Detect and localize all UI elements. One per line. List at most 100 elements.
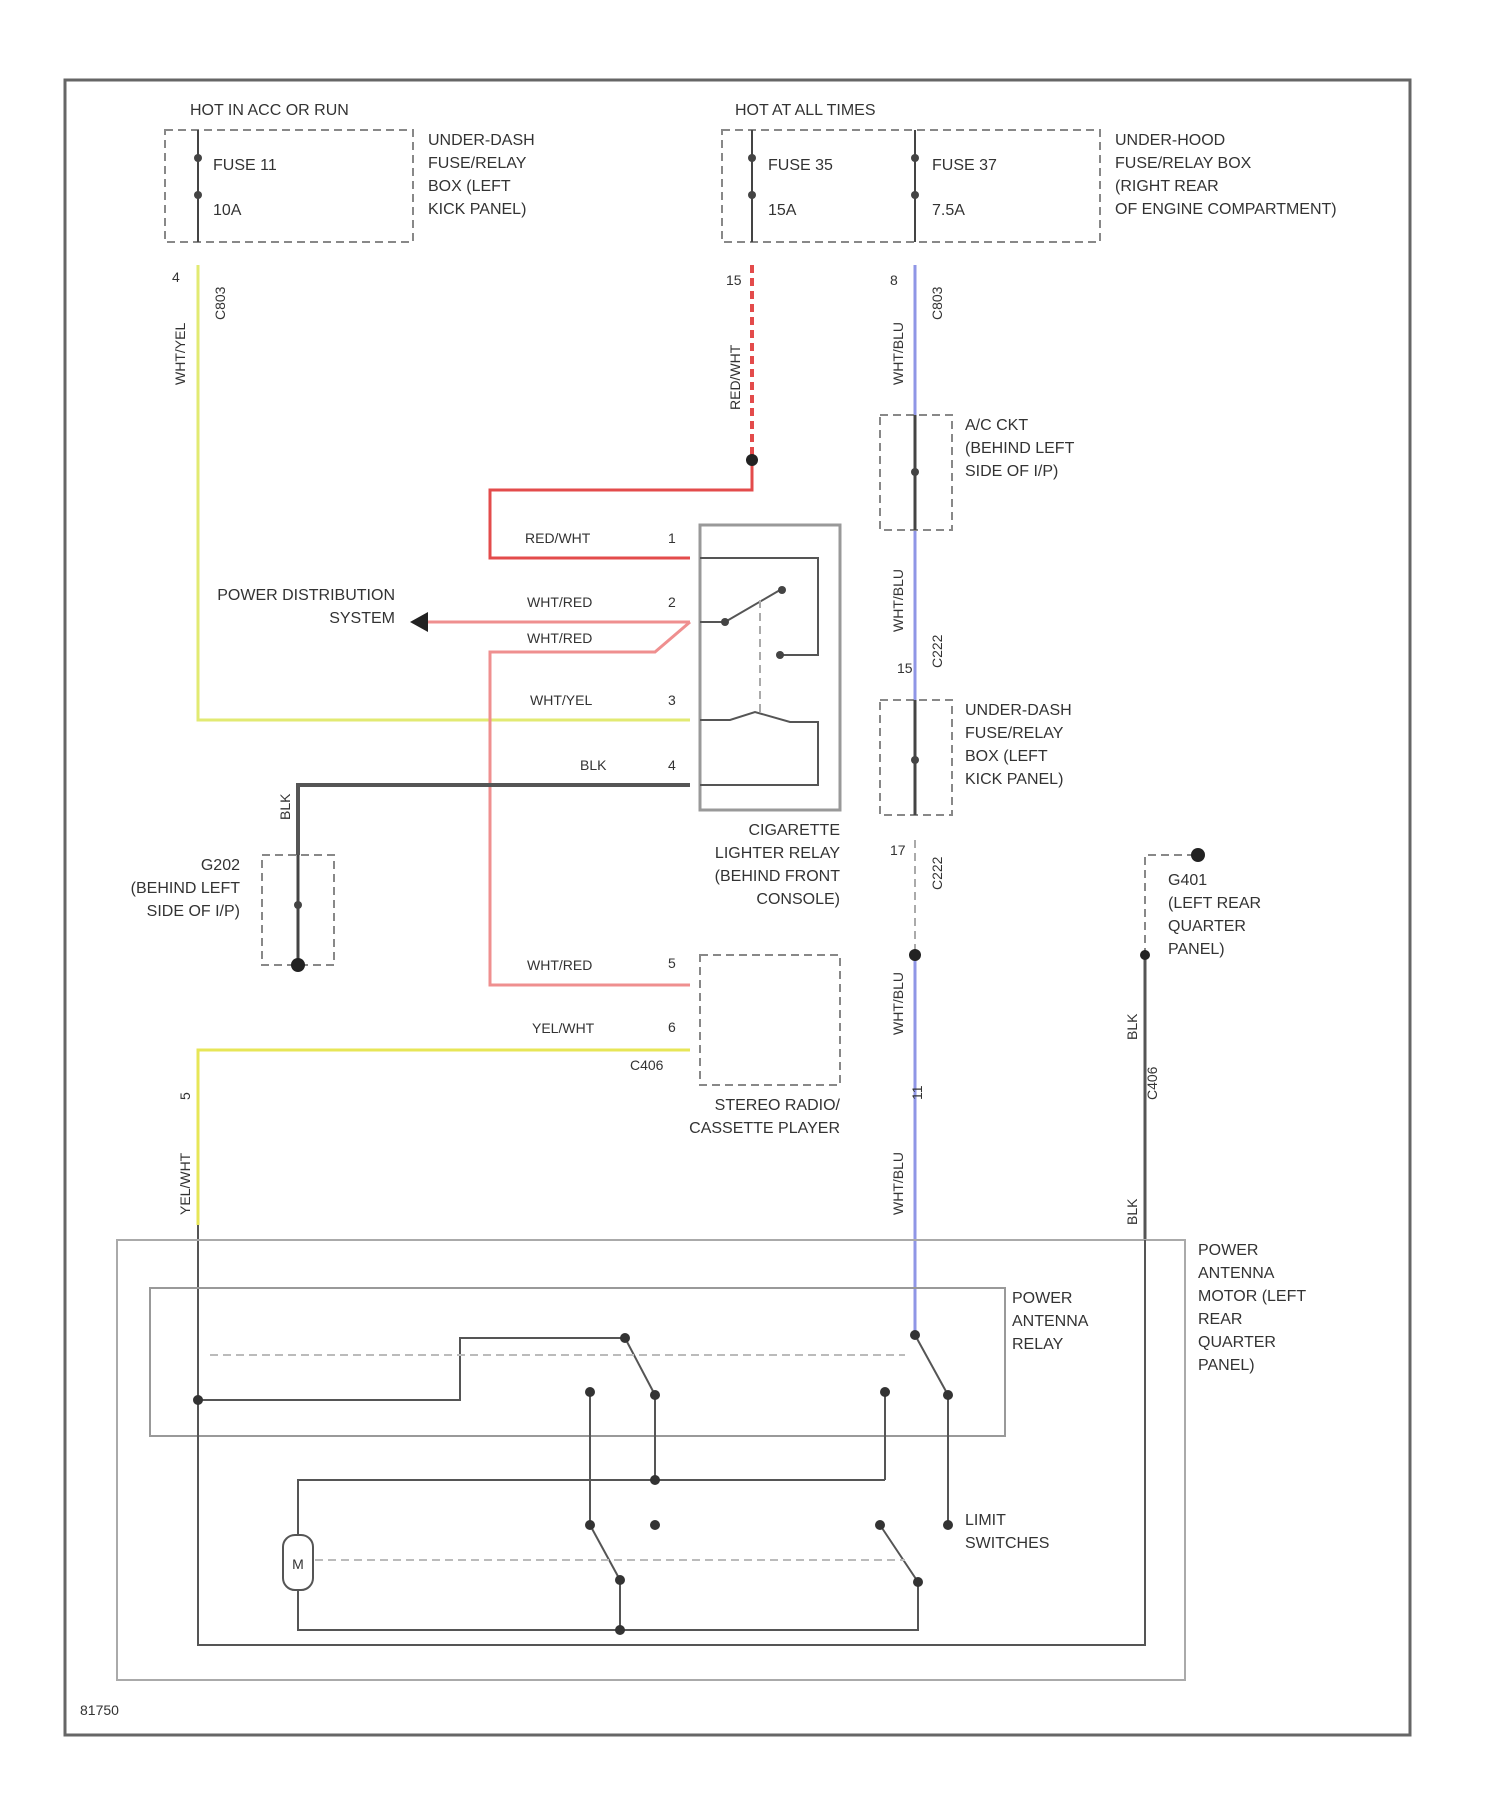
wire-label-blk-4: BLK [1124,1198,1140,1225]
wire-label-blk-3: BLK [1124,1013,1140,1040]
fuse-box-right-label: UNDER-HOOD FUSE/RELAY BOX (RIGHT REAR OF… [1115,132,1337,218]
wire-label-yel-wht-2: YEL/WHT [177,1152,193,1215]
connector-c406-b: C406 [1144,1066,1160,1100]
figure-id: 81750 [80,1702,119,1718]
fuse-11-name: FUSE 11 [213,157,277,174]
relay-pin-3: 3 [668,692,676,708]
connector-c803-a: C803 [212,286,228,320]
wire-label-red-wht-1: RED/WHT [727,344,743,410]
svg-text:PANEL): PANEL) [1168,941,1225,958]
hot-all-header: HOT AT ALL TIMES [735,102,876,119]
svg-text:MOTOR (LEFT: MOTOR (LEFT [1198,1288,1306,1305]
wire-yel-wht [198,1050,690,1225]
svg-text:OF ENGINE COMPARTMENT): OF ENGINE COMPARTMENT) [1115,201,1337,218]
ground-g401-terminal [1191,848,1205,862]
limit-switches-label: LIMIT SWITCHES [965,1512,1049,1552]
fuse-box-left-2-label: UNDER-DASH FUSE/RELAY BOX (LEFT KICK PAN… [965,702,1072,788]
svg-text:PANEL): PANEL) [1198,1357,1255,1374]
svg-text:FUSE/RELAY: FUSE/RELAY [965,725,1064,742]
svg-text:M: M [292,1556,304,1572]
wire-label-wht-blu-2: WHT/BLU [890,569,906,632]
wire-label-yel-wht-1: YEL/WHT [532,1020,595,1036]
svg-text:STEREO RADIO/: STEREO RADIO/ [715,1097,841,1114]
svg-text:(BEHIND FRONT: (BEHIND FRONT [715,868,841,885]
connector-c222-a: C222 [929,634,945,668]
pin-11: 11 [909,1085,925,1100]
g202-label: G202 (BEHIND LEFT SIDE OF I/P) [131,857,241,920]
svg-text:KICK PANEL): KICK PANEL) [965,771,1063,788]
svg-text:FUSE/RELAY: FUSE/RELAY [428,155,527,172]
wire-label-red-wht-2: RED/WHT [525,530,591,546]
radio-pin-5: 5 [668,955,676,971]
svg-text:SIDE OF I/P): SIDE OF I/P) [147,903,240,920]
wire-label-wht-blu-4: WHT/BLU [890,1152,906,1215]
svg-text:POWER: POWER [1012,1290,1072,1307]
splice-wht-blu [909,949,921,961]
svg-text:BOX (LEFT: BOX (LEFT [965,748,1048,765]
power-dist-label: POWER DISTRIBUTION SYSTEM [217,587,395,627]
splice-red-wht [746,454,758,466]
wire-label-blk-2: BLK [277,793,293,820]
svg-text:(BEHIND LEFT: (BEHIND LEFT [131,880,241,897]
svg-text:SWITCHES: SWITCHES [965,1535,1049,1552]
fuse-box-right [722,130,1100,242]
lighter-relay-label: CIGARETTE LIGHTER RELAY (BEHIND FRONT CO… [715,822,841,908]
antenna-motor-label: POWER ANTENNA MOTOR (LEFT REAR QUARTER P… [1198,1242,1306,1374]
connector-c222-b: C222 [929,856,945,890]
g401-label: G401 (LEFT REAR QUARTER PANEL) [1168,872,1261,958]
lighter-relay-internals [700,558,818,785]
fuse-37-name: FUSE 37 [932,157,997,174]
svg-text:(LEFT REAR: (LEFT REAR [1168,895,1261,912]
wire-label-wht-red-2: WHT/RED [527,630,592,646]
svg-text:UNDER-HOOD: UNDER-HOOD [1115,132,1225,149]
pin-4-top: 4 [172,269,180,285]
svg-text:RELAY: RELAY [1012,1336,1064,1353]
svg-text:POWER DISTRIBUTION: POWER DISTRIBUTION [217,587,395,604]
fuse-37-rating: 7.5A [932,202,965,219]
svg-text:UNDER-DASH: UNDER-DASH [965,702,1072,719]
svg-text:FUSE/RELAY BOX: FUSE/RELAY BOX [1115,155,1252,172]
fuse-35: FUSE 35 15A [748,130,833,242]
wire-label-wht-yel-2: WHT/YEL [530,692,592,708]
wire-wht-red-radio [490,622,690,985]
antenna-relay-label: POWER ANTENNA RELAY [1012,1290,1089,1353]
antenna-relay-box [150,1288,1005,1436]
antenna-motor-symbol: M [283,1535,313,1590]
wire-label-wht-red-3: WHT/RED [527,957,592,973]
svg-text:KICK PANEL): KICK PANEL) [428,201,526,218]
svg-text:G202: G202 [201,857,240,874]
radio-box [700,955,840,1085]
ground-g202 [291,958,305,972]
wire-label-wht-blu-1: WHT/BLU [890,322,906,385]
ac-ckt-label: A/C CKT (BEHIND LEFT SIDE OF I/P) [965,417,1075,480]
fuse-11-rating: 10A [213,202,242,219]
hot-ign-header: HOT IN ACC OR RUN [190,102,349,119]
pin-15-top: 15 [726,272,742,288]
svg-text:ANTENNA: ANTENNA [1012,1313,1089,1330]
fuse-box-left-label: UNDER-DASH FUSE/RELAY BOX (LEFT KICK PAN… [428,132,535,218]
radio-label: STEREO RADIO/ CASSETTE PLAYER [689,1097,840,1137]
svg-text:QUARTER: QUARTER [1168,918,1246,935]
svg-text:LIGHTER RELAY: LIGHTER RELAY [715,845,840,862]
svg-text:LIMIT: LIMIT [965,1512,1006,1529]
fuse-37: FUSE 37 7.5A [911,130,997,242]
svg-text:CONSOLE): CONSOLE) [756,891,840,908]
svg-text:G401: G401 [1168,872,1207,889]
svg-text:CASSETTE PLAYER: CASSETTE PLAYER [689,1120,840,1137]
svg-text:POWER: POWER [1198,1242,1258,1259]
antenna-relay-internals [198,1240,1145,1645]
fuse-11: FUSE 11 10A [194,130,277,242]
svg-text:(RIGHT REAR: (RIGHT REAR [1115,178,1219,195]
relay-pin-2: 2 [668,594,676,610]
wire-label-wht-blu-3: WHT/BLU [890,972,906,1035]
connector-c406-pin: 5 [177,1092,193,1100]
svg-text:A/C CKT: A/C CKT [965,417,1028,434]
svg-text:REAR: REAR [1198,1311,1242,1328]
svg-text:QUARTER: QUARTER [1198,1334,1276,1351]
wire-blk-g202 [298,785,690,855]
radio-connector: C406 [630,1057,664,1073]
fuse-35-name: FUSE 35 [768,157,833,174]
ground-g401 [1140,950,1150,960]
relay-pin-1: 1 [668,530,676,546]
